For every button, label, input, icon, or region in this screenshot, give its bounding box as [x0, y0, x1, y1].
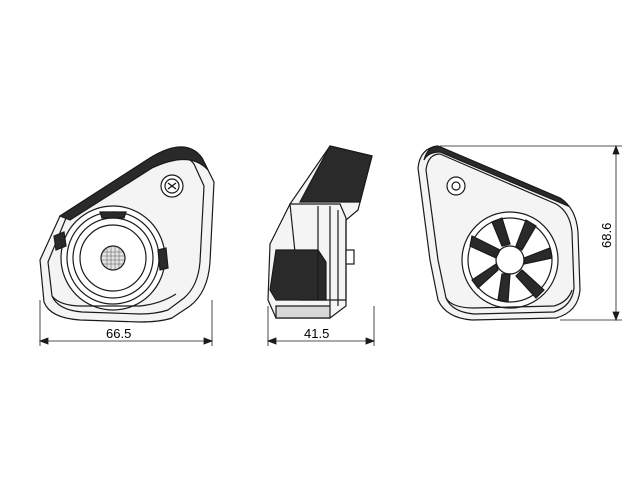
speaker-cone-inner: [79, 224, 147, 292]
dim-arrow-left: [38, 337, 49, 345]
front-width-label: 66.5: [106, 326, 131, 341]
front-lower-trim: [51, 293, 177, 307]
logo-mark: [167, 182, 177, 190]
mounting-hole-outer: [446, 176, 466, 196]
front-tab-right: [157, 247, 169, 271]
rear-top-edge: [423, 145, 570, 208]
rear-housing-inner: [425, 153, 575, 315]
rear-lower-trim: [445, 289, 573, 309]
side-connector: [345, 249, 355, 265]
side-depth-label: 41.5: [304, 326, 329, 341]
dim-arrow-right: [365, 337, 376, 345]
front-tab-left: [53, 231, 67, 251]
mounting-hole-inner: [451, 181, 461, 191]
rear-grille-spokes: [469, 217, 553, 303]
rear-view: [417, 145, 581, 321]
side-bottom-plate: [275, 305, 331, 319]
rear-grille-rim: [467, 217, 553, 303]
side-depth-dimension: [266, 306, 376, 346]
logo-badge-inner: [164, 178, 180, 194]
front-tab-top: [99, 211, 127, 219]
front-view: [39, 146, 215, 323]
rear-height-dimension: [440, 144, 622, 322]
tweeter-grille: [100, 245, 126, 271]
rear-height-label: 68.6: [599, 223, 614, 248]
front-top-edge: [58, 146, 209, 221]
dim-arrow-top: [612, 144, 620, 155]
dim-arrow-bottom: [612, 311, 620, 322]
dim-arrow-right: [203, 337, 214, 345]
front-width-dimension: [38, 300, 214, 346]
side-view: [267, 145, 373, 319]
dim-arrow-left: [266, 337, 277, 345]
tweeter-mesh: [102, 246, 124, 270]
side-top-cap: [299, 145, 373, 203]
